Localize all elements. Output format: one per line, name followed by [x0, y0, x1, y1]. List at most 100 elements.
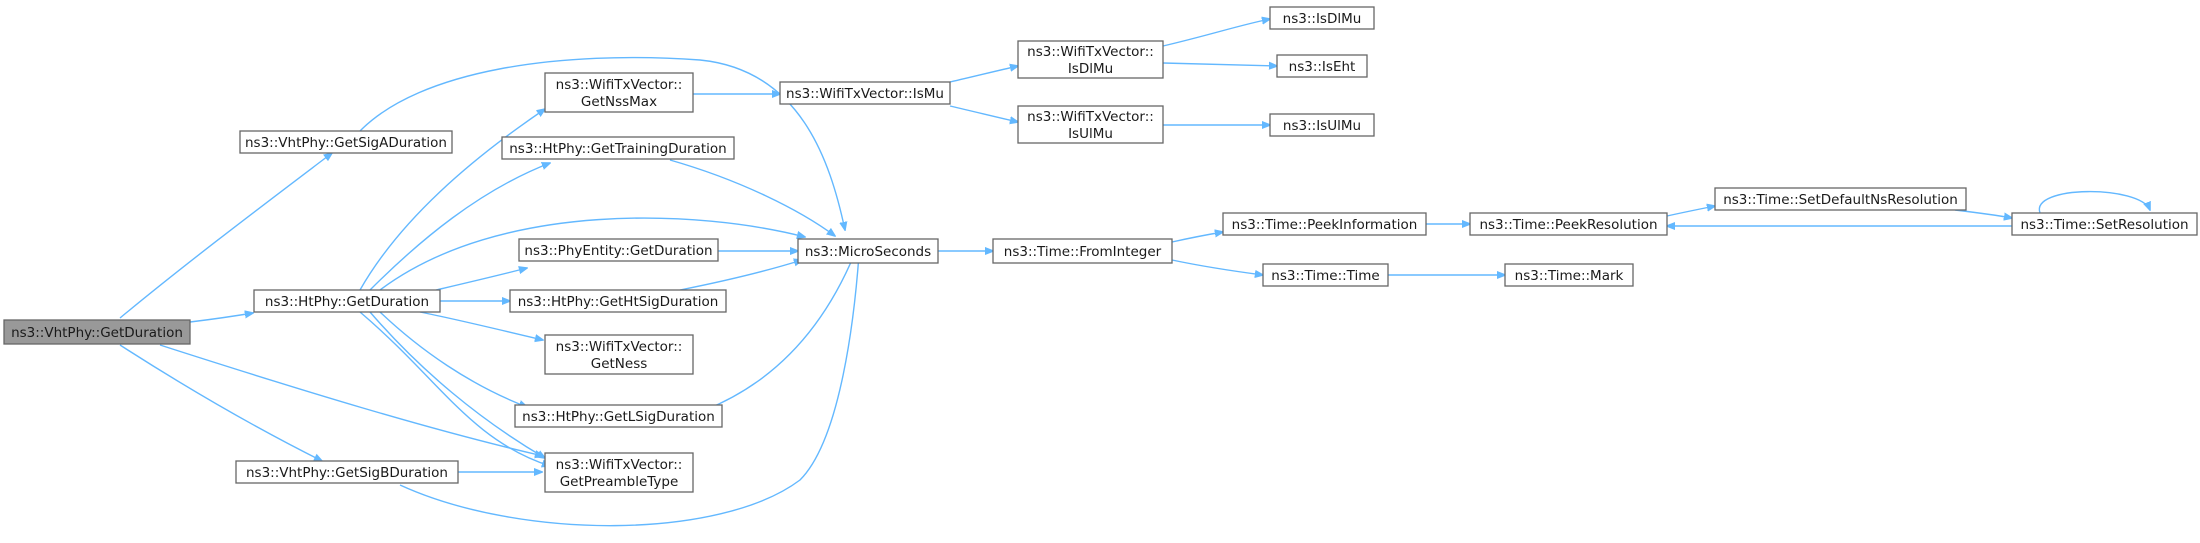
edge-setresolution-self-loop — [2039, 190, 2150, 214]
node-time-mark[interactable]: ns3::Time::Mark — [1504, 263, 1634, 287]
edge-getsigaduration-to-microseconds — [359, 56, 845, 230]
edge-getduration-to-getpreambletype — [159, 344, 543, 456]
node-label: ns3::WifiTxVector:: — [556, 77, 683, 93]
edge-getduration-to-htphy-getduration — [189, 313, 253, 323]
node-phyentity-getduration[interactable]: ns3::PhyEntity::GetDuration — [518, 238, 719, 262]
node-box — [544, 72, 694, 113]
node-label: ns3::WifiTxVector:: — [556, 339, 683, 355]
node-label: ns3::WifiTxVector:: — [1027, 44, 1154, 60]
node-ns3-iseht[interactable]: ns3::IsEht — [1276, 54, 1368, 78]
node-wifitxvector-ismu[interactable]: ns3::WifiTxVector::IsMu — [779, 81, 951, 105]
node-box — [779, 81, 951, 105]
node-wifitxvector-getpreambletype[interactable]: ns3::WifiTxVector::GetPreambleType — [544, 452, 694, 493]
node-label: ns3::HtPhy::GetLSigDuration — [522, 409, 715, 425]
node-ns3-isulmu[interactable]: ns3::IsUlMu — [1269, 113, 1375, 137]
nodes: ns3::VhtPhy::GetDuration ns3::VhtPhy::Ge… — [3, 6, 2198, 493]
node-wifitxvector-isdlmu[interactable]: ns3::WifiTxVector::IsDlMu — [1017, 40, 1164, 79]
node-label: GetNssMax — [581, 94, 657, 110]
edge-htphy-to-gettrainingduration — [369, 163, 550, 291]
node-box — [1017, 105, 1164, 144]
node-box — [1262, 263, 1389, 287]
node-htphy-gettrainingduration[interactable]: ns3::HtPhy::GetTrainingDuration — [501, 136, 735, 160]
node-vhtphy-getsigaduration[interactable]: ns3::VhtPhy::GetSigADuration — [239, 130, 453, 154]
node-box — [253, 289, 441, 313]
edge-htphy-to-getpreambletype — [369, 311, 545, 458]
edge-htphy-to-getness — [419, 311, 543, 340]
node-label: ns3::WifiTxVector::IsMu — [786, 86, 944, 102]
node-label: ns3::HtPhy::GetTrainingDuration — [509, 141, 726, 157]
edge-frominteger-to-time — [1171, 259, 1263, 275]
node-label: ns3::WifiTxVector:: — [556, 457, 683, 473]
node-htphy-getduration[interactable]: ns3::HtPhy::GetDuration — [253, 289, 441, 313]
edge-frominteger-to-peekinformation — [1171, 232, 1223, 243]
node-wifitxvector-getness[interactable]: ns3::WifiTxVector::GetNess — [544, 334, 694, 375]
edge-ismu-to-isulmu — [949, 105, 1018, 122]
node-box — [544, 334, 694, 375]
node-wifitxvector-isulmu[interactable]: ns3::WifiTxVector::IsUlMu — [1017, 105, 1164, 144]
edge-htphy-to-getnssmax — [359, 109, 545, 291]
node-box — [544, 452, 694, 493]
node-label: GetPreambleType — [560, 474, 679, 490]
edge-gethtsigduration-to-microseconds — [679, 260, 802, 291]
node-box — [992, 238, 1173, 264]
node-time-setresolution[interactable]: ns3::Time::SetResolution — [2011, 212, 2198, 236]
edge-getsigbduration-to-microseconds — [399, 240, 860, 527]
node-vhtphy-getsigbduration[interactable]: ns3::VhtPhy::GetSigBDuration — [235, 460, 459, 484]
edge-setdefaultnsresolution-to-setresolution — [1954, 209, 2012, 218]
node-time-time[interactable]: ns3::Time::Time — [1262, 263, 1389, 287]
edge-getduration-to-getsigbduration — [119, 344, 322, 461]
edge-htphy-to-getlsigduration — [379, 311, 527, 407]
node-label: ns3::IsDlMu — [1283, 11, 1362, 27]
node-box — [3, 319, 191, 345]
node-box — [1269, 113, 1375, 137]
node-label: ns3::Time::FromInteger — [1004, 244, 1162, 260]
node-label: IsDlMu — [1068, 61, 1113, 77]
node-label: ns3::WifiTxVector:: — [1027, 109, 1154, 125]
node-time-peekresolution[interactable]: ns3::Time::PeekResolution — [1469, 212, 1668, 236]
edge-ismu-to-isdlmu — [949, 66, 1018, 83]
node-label: ns3::Time::SetDefaultNsResolution — [1723, 192, 1958, 208]
node-label: GetNess — [591, 356, 648, 372]
node-ns3-isdlmu[interactable]: ns3::IsDlMu — [1269, 6, 1375, 30]
node-label: ns3::VhtPhy::GetSigADuration — [245, 135, 447, 151]
node-htphy-getlsigduration[interactable]: ns3::HtPhy::GetLSigDuration — [514, 404, 723, 428]
node-label: ns3::Time::Time — [1271, 268, 1379, 284]
edge-getduration-to-getsigaduration — [119, 153, 332, 319]
edge-htphy-to-getpreambletype-2 — [359, 311, 550, 466]
node-box — [1504, 263, 1634, 287]
node-ns3-microseconds[interactable]: ns3::MicroSeconds — [797, 238, 939, 264]
edge-isdlmu-to-iseht — [1162, 63, 1277, 66]
node-htphy-gethtsigduration[interactable]: ns3::HtPhy::GetHtSigDuration — [509, 289, 727, 313]
node-box — [1276, 54, 1368, 78]
node-label: ns3::IsUlMu — [1283, 118, 1361, 134]
edge-gettrainingduration-to-microseconds — [669, 159, 835, 236]
node-time-peekinformation[interactable]: ns3::Time::PeekInformation — [1222, 212, 1427, 236]
node-box — [2011, 212, 2198, 236]
node-label: ns3::Time::Mark — [1515, 268, 1624, 284]
node-wifitxvector-getnssmax[interactable]: ns3::WifiTxVector::GetNssMax — [544, 72, 694, 113]
node-label: ns3::PhyEntity::GetDuration — [524, 243, 712, 259]
node-time-frominteger[interactable]: ns3::Time::FromInteger — [992, 238, 1173, 264]
node-vhtphy-getduration[interactable]: ns3::VhtPhy::GetDuration — [3, 319, 191, 345]
node-label: ns3::Time::SetResolution — [2020, 217, 2188, 233]
node-label: ns3::VhtPhy::GetDuration — [11, 325, 183, 341]
edge-peekresolution-to-setdefaultnsresolution — [1666, 206, 1715, 217]
node-label: ns3::HtPhy::GetDuration — [265, 294, 429, 310]
node-box — [1017, 40, 1164, 79]
node-label: ns3::MicroSeconds — [805, 244, 931, 260]
node-label: IsUlMu — [1068, 126, 1113, 142]
node-label: ns3::HtPhy::GetHtSigDuration — [518, 294, 719, 310]
node-label: ns3::VhtPhy::GetSigBDuration — [246, 465, 448, 481]
node-label: ns3::IsEht — [1289, 59, 1356, 75]
node-time-setdefaultnsresolution[interactable]: ns3::Time::SetDefaultNsResolution — [1714, 187, 1967, 211]
edge-isdlmu-to-ns3-isdlmu — [1162, 19, 1270, 47]
node-label: ns3::Time::PeekResolution — [1479, 217, 1657, 233]
node-box — [797, 238, 939, 264]
node-box — [1469, 212, 1668, 236]
edge-htphy-to-microseconds-curve — [379, 217, 805, 291]
node-box — [235, 460, 459, 484]
node-label: ns3::Time::PeekInformation — [1232, 217, 1418, 233]
node-box — [1222, 212, 1427, 236]
node-box — [1269, 6, 1375, 30]
